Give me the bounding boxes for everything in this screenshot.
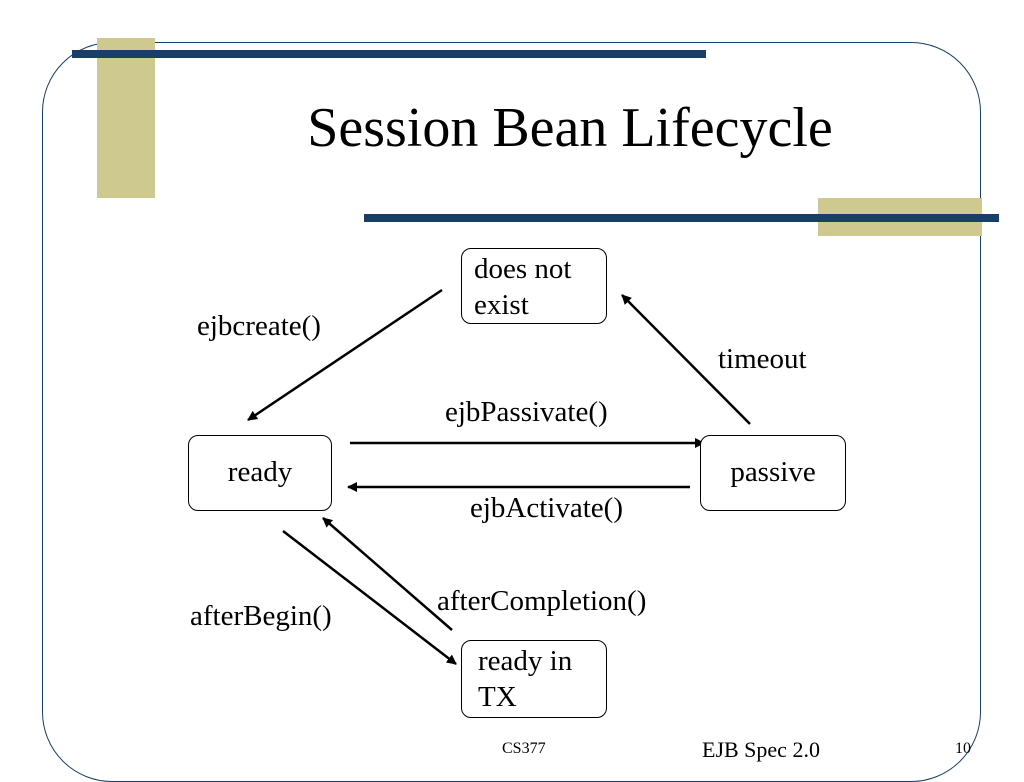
state-passive: passive	[700, 435, 846, 511]
mid-rule	[364, 214, 999, 222]
state-ready: ready	[188, 435, 332, 511]
state-does-not-exist: does not exist	[461, 248, 607, 324]
state-label: passive	[730, 456, 816, 488]
footer-course: CS377	[502, 740, 546, 757]
footer-source: EJB Spec 2.0	[702, 737, 820, 762]
timeout-arrow	[621, 294, 751, 425]
ejbcreate-arrow	[247, 288, 443, 422]
label-timeout: timeout	[718, 343, 807, 375]
state-label: ready in TX	[478, 645, 573, 713]
label-ejbactivate: ejbActivate()	[470, 492, 623, 524]
top-rule	[72, 50, 706, 58]
label-ejbpassivate: ejbPassivate()	[445, 396, 608, 428]
state-label: ready	[227, 456, 293, 488]
label-afterbegin: afterBegin()	[190, 600, 332, 632]
aftercompletion-arrow	[322, 517, 453, 631]
slide-title: Session Bean Lifecycle	[307, 97, 833, 159]
left-accent-bar	[97, 38, 155, 198]
state-ready-in-tx: ready in TX	[461, 640, 607, 718]
label-aftercompletion: afterCompletion()	[437, 585, 647, 617]
state-label: does not exist	[474, 253, 572, 321]
label-ejbcreate: ejbcreate()	[197, 310, 321, 342]
footer-page-number: 10	[955, 740, 971, 757]
afterbegin-arrow	[282, 530, 457, 665]
